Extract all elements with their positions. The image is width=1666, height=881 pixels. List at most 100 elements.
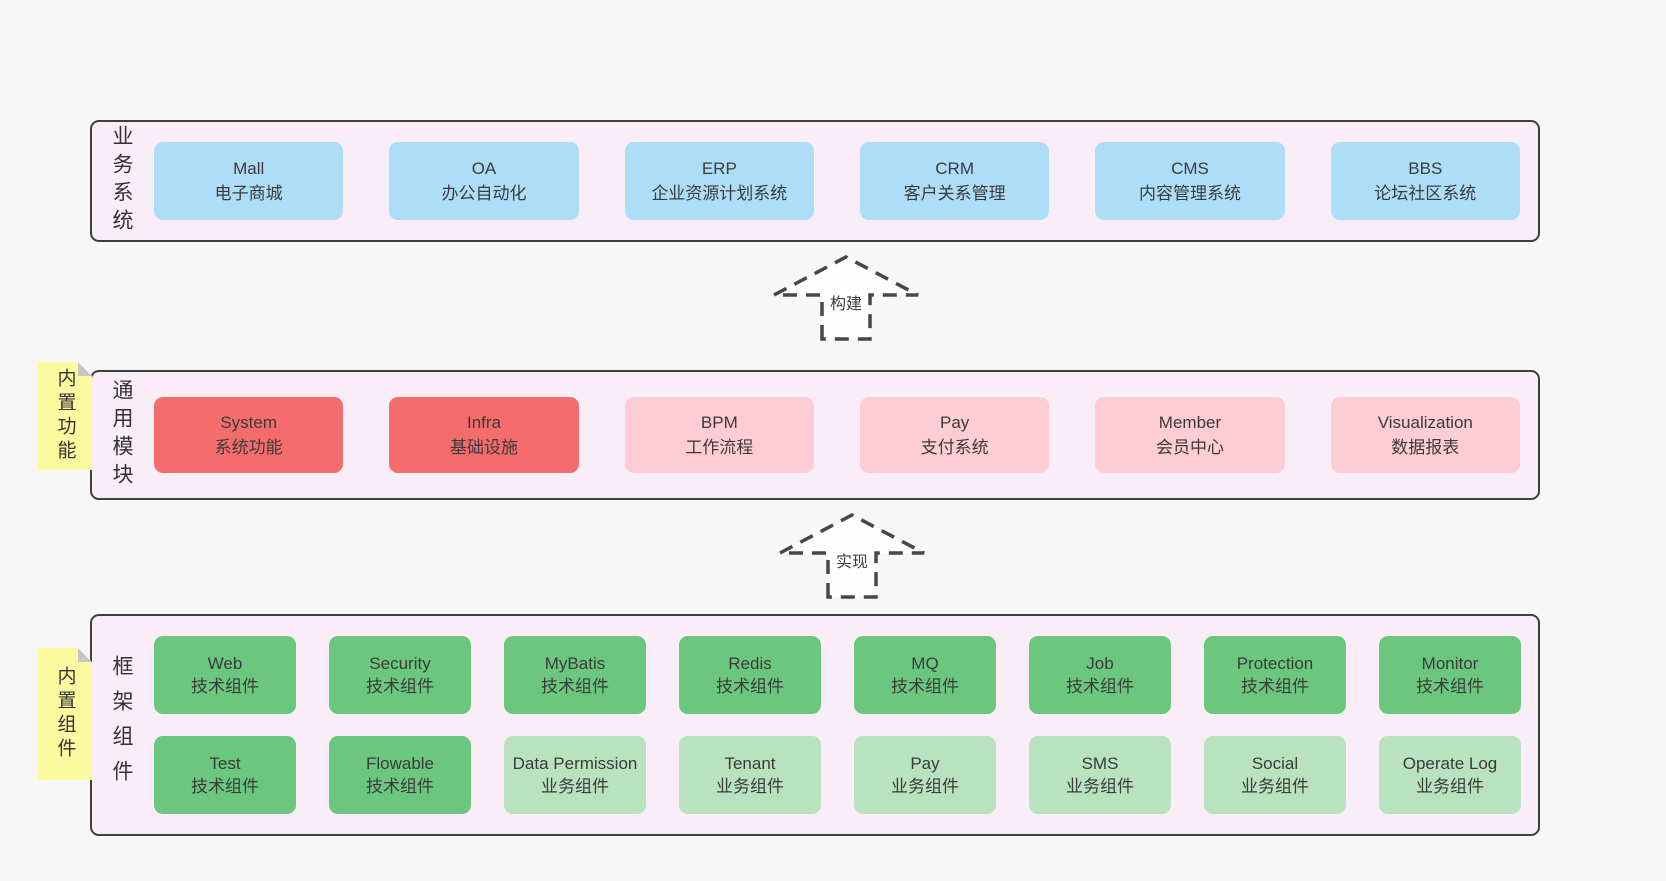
box-subtitle: 技术组件	[891, 677, 959, 696]
framework-components-section: 框架组件 Web 技术组件 Security 技术组件 MyBatis 技术组件…	[90, 614, 1540, 836]
box-subtitle: 工作流程	[685, 438, 754, 457]
box-system: System 系统功能	[154, 397, 344, 473]
box-title: MyBatis	[544, 654, 606, 673]
box-subtitle: 内容管理系统	[1138, 184, 1241, 203]
box-subtitle: 电子商城	[214, 184, 283, 203]
box-title: Security	[369, 654, 431, 673]
box-subtitle: 业务组件	[891, 777, 959, 796]
box-pay: Pay 支付系统	[859, 397, 1050, 473]
box-subtitle: 技术组件	[716, 677, 784, 696]
box-social: Social 业务组件	[1204, 736, 1346, 814]
box-mybatis: MyBatis 技术组件	[504, 636, 646, 714]
box-visualization: Visualization 数据报表	[1330, 397, 1520, 473]
box-pay-component: Pay 业务组件	[854, 736, 996, 814]
box-title: SMS	[1081, 754, 1119, 773]
framework-components-row-2: Test 技术组件 Flowable 技术组件 Data Permission …	[154, 736, 1521, 814]
framework-components-boxes: Web 技术组件 Security 技术组件 MyBatis 技术组件 Redi…	[154, 616, 1524, 834]
builtin-features-note: 内置功能	[38, 362, 92, 470]
box-subtitle: 支付系统	[920, 438, 989, 457]
box-subtitle: 论坛社区系统	[1374, 184, 1477, 203]
box-erp: ERP 企业资源计划系统	[624, 142, 814, 220]
business-systems-section: 业务系统 Mall 电子商城 OA 办公自动化 ERP 企业资源计划系统 CRM…	[90, 120, 1540, 242]
box-subtitle: 系统功能	[214, 438, 283, 457]
box-subtitle: 技术组件	[191, 677, 259, 696]
box-subtitle: 技术组件	[366, 777, 434, 796]
box-title: Job	[1086, 654, 1114, 673]
box-subtitle: 业务组件	[541, 777, 609, 796]
box-title: Operate Log	[1402, 754, 1498, 773]
common-modules-boxes: System 系统功能 Infra 基础设施 BPM 工作流程 Pay 支付系统…	[154, 372, 1520, 498]
box-title: Protection	[1236, 654, 1314, 673]
box-subtitle: 企业资源计划系统	[651, 184, 788, 203]
box-title: MQ	[911, 654, 939, 673]
box-title: Mall	[233, 159, 265, 178]
implement-arrow: 实现	[777, 512, 927, 600]
box-operate-log: Operate Log 业务组件	[1379, 736, 1521, 814]
box-web: Web 技术组件	[154, 636, 296, 714]
box-title: Member	[1158, 413, 1222, 432]
box-title: Infra	[466, 413, 501, 432]
box-subtitle: 技术组件	[1241, 677, 1309, 696]
framework-components-label: 框架组件	[110, 655, 133, 795]
framework-components-row-1: Web 技术组件 Security 技术组件 MyBatis 技术组件 Redi…	[154, 636, 1521, 714]
note-fold-corner	[78, 362, 92, 376]
box-flowable: Flowable 技术组件	[329, 736, 471, 814]
builtin-features-note-label: 内置功能	[54, 368, 76, 464]
common-modules-label: 通用模块	[110, 379, 133, 491]
box-monitor: Monitor 技术组件	[1379, 636, 1521, 714]
box-title: Redis	[728, 654, 772, 673]
box-subtitle: 会员中心	[1155, 438, 1224, 457]
box-subtitle: 数据报表	[1391, 438, 1460, 457]
box-subtitle: 业务组件	[1416, 777, 1484, 796]
box-tenant: Tenant 业务组件	[679, 736, 821, 814]
box-subtitle: 办公自动化	[441, 184, 527, 203]
build-arrow-label: 构建	[826, 290, 866, 314]
box-job: Job 技术组件	[1029, 636, 1171, 714]
box-subtitle: 技术组件	[366, 677, 434, 696]
box-title: Tenant	[724, 754, 776, 773]
box-title: System	[220, 413, 277, 432]
box-subtitle: 技术组件	[1066, 677, 1134, 696]
builtin-components-note: 内置组件	[38, 648, 92, 780]
box-infra: Infra 基础设施	[389, 397, 579, 473]
box-title: BBS	[1408, 159, 1443, 178]
box-redis: Redis 技术组件	[679, 636, 821, 714]
box-title: Web	[207, 654, 243, 673]
box-security: Security 技术组件	[329, 636, 471, 714]
box-subtitle: 客户关系管理	[903, 184, 1006, 203]
box-mq: MQ 技术组件	[854, 636, 996, 714]
box-title: Data Permission	[512, 754, 638, 773]
box-title: Pay	[910, 754, 940, 773]
builtin-components-note-label: 内置组件	[54, 666, 76, 762]
box-member: Member 会员中心	[1095, 397, 1285, 473]
box-title: Pay	[940, 413, 970, 432]
box-title: ERP	[701, 159, 737, 178]
box-mall: Mall 电子商城	[154, 142, 344, 220]
box-subtitle: 技术组件	[191, 777, 259, 796]
box-subtitle: 业务组件	[716, 777, 784, 796]
box-sms: SMS 业务组件	[1029, 736, 1171, 814]
box-subtitle: 业务组件	[1066, 777, 1134, 796]
box-protection: Protection 技术组件	[1204, 636, 1346, 714]
box-cms: CMS 内容管理系统	[1095, 142, 1285, 220]
box-bbs: BBS 论坛社区系统	[1330, 142, 1520, 220]
box-title: Monitor	[1421, 654, 1479, 673]
box-title: Visualization	[1377, 413, 1473, 432]
box-title: CMS	[1171, 159, 1209, 178]
box-subtitle: 技术组件	[1416, 677, 1484, 696]
business-systems-label: 业务系统	[110, 125, 133, 237]
box-title: Flowable	[365, 754, 435, 773]
box-title: BPM	[700, 413, 738, 432]
box-crm: CRM 客户关系管理	[859, 142, 1050, 220]
box-subtitle: 基础设施	[449, 438, 518, 457]
box-title: OA	[471, 159, 497, 178]
box-data-permission: Data Permission 业务组件	[504, 736, 646, 814]
box-bpm: BPM 工作流程	[624, 397, 814, 473]
implement-arrow-label: 实现	[832, 548, 872, 572]
box-subtitle: 业务组件	[1241, 777, 1309, 796]
box-title: Test	[209, 754, 241, 773]
box-subtitle: 技术组件	[541, 677, 609, 696]
box-test: Test 技术组件	[154, 736, 296, 814]
box-title: Social	[1251, 754, 1299, 773]
